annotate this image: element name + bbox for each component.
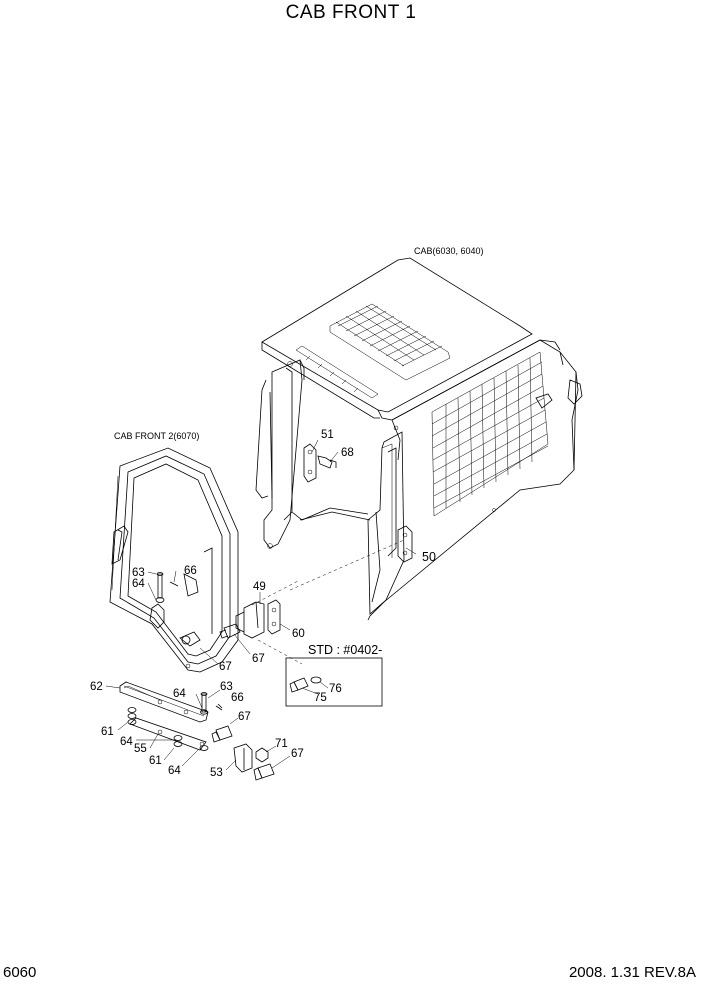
part-label-61-left: 61 [101, 726, 114, 738]
page-code: 6060 [3, 964, 37, 981]
part-label-50: 50 [422, 550, 436, 564]
part-label-67-lower: 67 [238, 711, 251, 723]
part-label-67-hinge: 67 [252, 653, 265, 665]
part-label-64-left: 64 [120, 736, 133, 748]
cab-caption: CAB(6030, 6040) [414, 246, 484, 256]
part-label-71: 71 [275, 738, 288, 750]
door-frame-drawing [109, 447, 239, 673]
part-label-68: 68 [341, 447, 354, 459]
part-label-61-right: 61 [149, 755, 162, 767]
part-label-62: 62 [90, 681, 103, 693]
part-label-53: 53 [210, 767, 223, 779]
part-label-64-lower: 64 [173, 688, 186, 700]
leader-lines [105, 439, 417, 771]
cab-body-drawing [255, 257, 583, 621]
part-label-76: 76 [329, 683, 342, 695]
lower-linkage-drawing [119, 572, 275, 781]
part-label-49: 49 [253, 581, 266, 593]
part-label-63-lower: 63 [220, 681, 233, 693]
part-label-66-lower: 66 [231, 692, 244, 704]
date-revision: 2008. 1.31 REV.8A [568, 964, 696, 981]
part-label-63-upper: 63 [132, 567, 145, 579]
part-label-55: 55 [134, 743, 147, 755]
cab-front-2-caption: CAB FRONT 2(6070) [114, 431, 199, 441]
part-label-64-upper: 64 [132, 578, 145, 590]
part-label-67-frame: 67 [219, 661, 232, 673]
part-label-66-upper: 66 [184, 565, 197, 577]
std-box [285, 657, 383, 707]
hinge-parts-drawing [219, 599, 281, 639]
std-caption: STD : #0402- [308, 643, 382, 657]
part-label-75: 75 [314, 692, 327, 704]
part-label-60: 60 [292, 628, 305, 640]
part-label-64-right: 64 [168, 765, 181, 777]
page-title: CAB FRONT 1 [285, 2, 417, 23]
assembly-guide-lines [251, 539, 405, 665]
part-label-51: 51 [321, 429, 334, 441]
part-label-67-bottom: 67 [291, 748, 304, 760]
